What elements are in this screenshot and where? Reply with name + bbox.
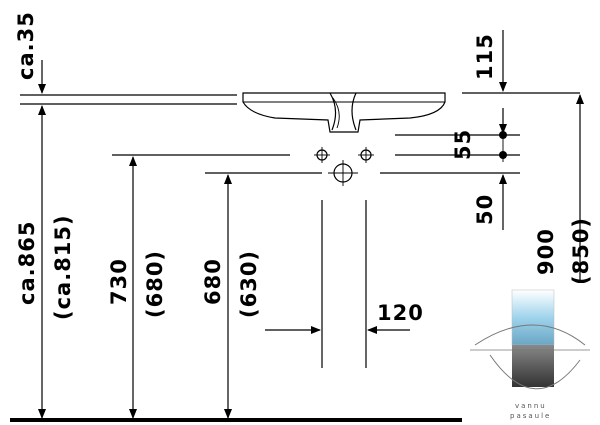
drain-offset-label: 50 (473, 194, 497, 225)
drain-height-alt-label: (630) (237, 250, 261, 318)
tap-height-alt-label: (680) (143, 250, 167, 318)
tap-hole-left (314, 147, 330, 163)
top-rim-label: ca.35 (14, 11, 38, 80)
logo-line1: vannu (515, 402, 547, 410)
drain-height-label: 680 (201, 258, 225, 305)
bowl-top-label: 115 (473, 33, 497, 80)
counter-height-alt-label: (850) (569, 217, 593, 285)
basin-profile (242, 92, 446, 133)
tap-hole-right (358, 147, 374, 163)
brand-logo: vannu pasaule (463, 283, 600, 425)
drain-width-label: 120 (377, 301, 424, 325)
hole-spacing-label: 55 (451, 129, 475, 160)
drain-hole (328, 160, 358, 186)
tap-height-label: 730 (107, 258, 131, 305)
counter-height-label: 900 (534, 228, 558, 275)
total-height-alt-label: (ca.815) (51, 214, 75, 320)
logo-line2: pasaule (510, 412, 551, 420)
total-height-label: ca.865 (15, 221, 39, 305)
